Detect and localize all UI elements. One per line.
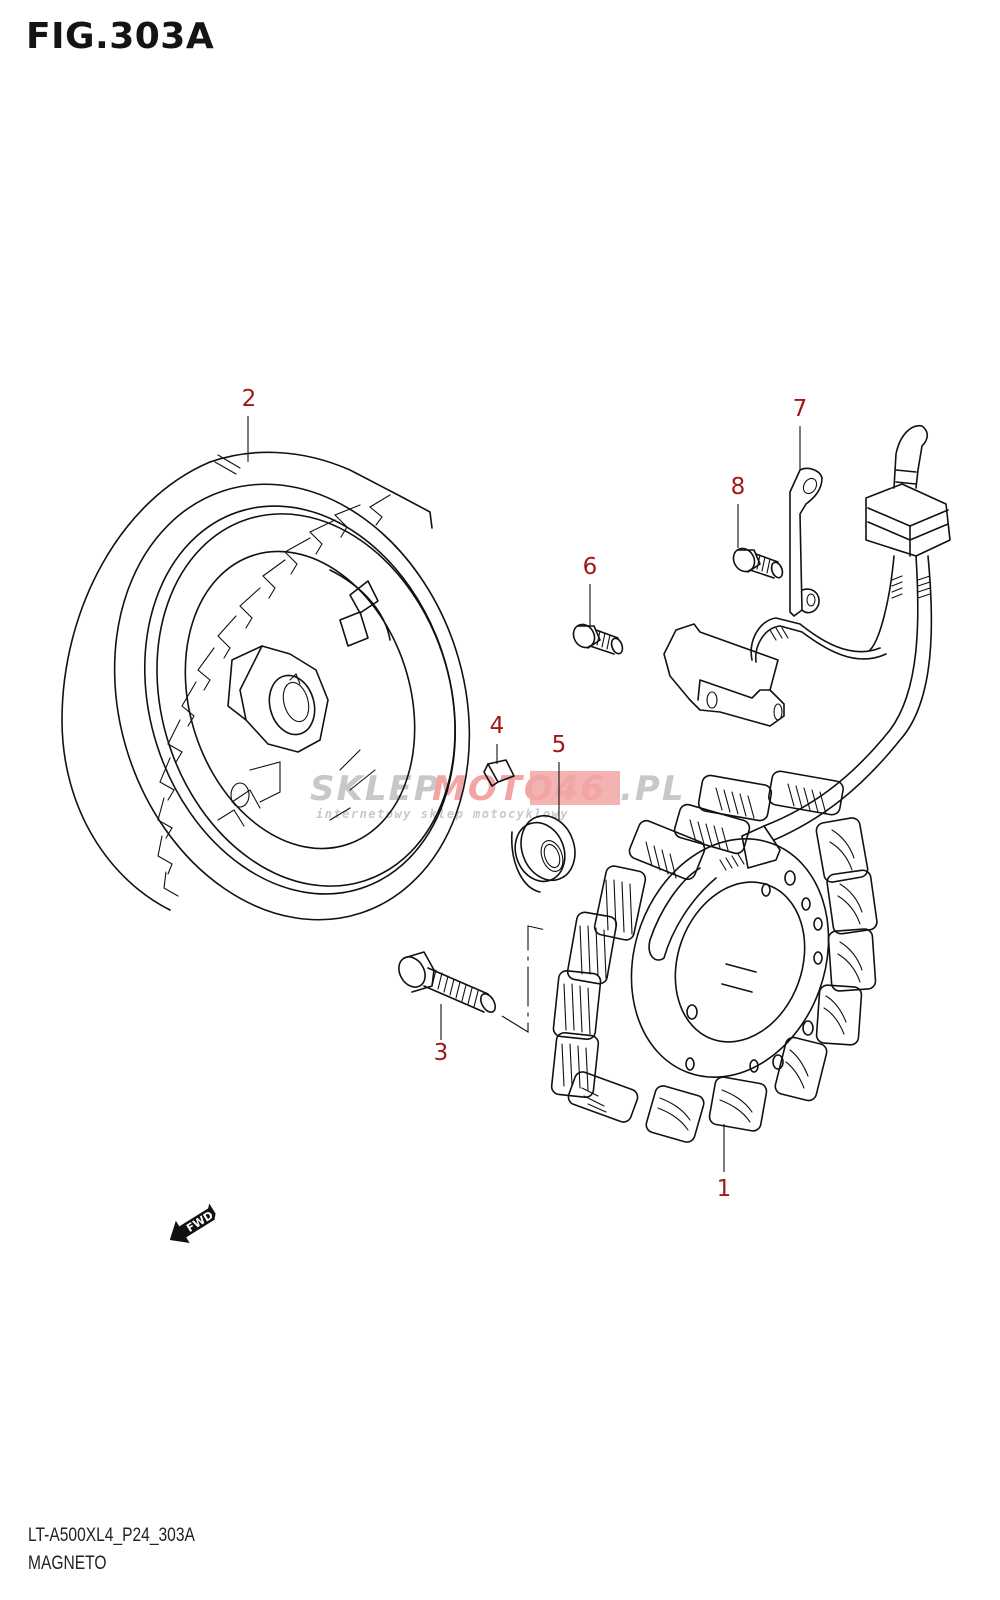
watermark-brand-gray: SKLEP <box>310 769 441 809</box>
bolt-8-drawing <box>732 547 784 579</box>
fwd-label: FWD <box>184 1209 215 1235</box>
rotor-drawing <box>61 451 471 921</box>
watermark-brand-red: MOTO46 <box>432 769 606 809</box>
watermark: SKLEP MOTO46 .PL internetowy sklep motoc… <box>310 769 686 821</box>
watermark-domain: .PL <box>620 769 686 809</box>
leader-lines <box>247 416 801 1172</box>
callout-2[interactable]: 2 <box>242 386 257 412</box>
watermark-badge <box>530 771 620 805</box>
watermark-tagline: internetowy sklep motocyklowy <box>316 807 569 821</box>
key-drawing <box>483 759 515 787</box>
callout-5[interactable]: 5 <box>552 732 567 758</box>
callout-7[interactable]: 7 <box>793 396 808 422</box>
wire-harness-drawing <box>763 425 951 841</box>
callout-4[interactable]: 4 <box>490 713 505 739</box>
section-name: MAGNETO <box>28 1553 107 1574</box>
callout-3[interactable]: 3 <box>434 1040 449 1066</box>
bolt-3-drawing <box>398 925 547 1033</box>
callout-8[interactable]: 8 <box>731 474 746 500</box>
callout-1[interactable]: 1 <box>717 1176 732 1202</box>
bolt-6-drawing <box>572 623 624 655</box>
nut-drawing <box>511 814 576 893</box>
model-code: LT-A500XL4_P24_303A <box>28 1525 195 1546</box>
pickup-coil-drawing <box>663 617 887 727</box>
callout-6[interactable]: 6 <box>583 554 598 580</box>
figure-title: FIG.303A <box>26 16 215 57</box>
clamp-drawing <box>789 467 823 617</box>
stator-drawing <box>550 770 878 1143</box>
fwd-arrow-icon: FWD <box>169 1203 216 1243</box>
callouts: 1 2 3 4 5 6 7 8 <box>242 386 808 1202</box>
